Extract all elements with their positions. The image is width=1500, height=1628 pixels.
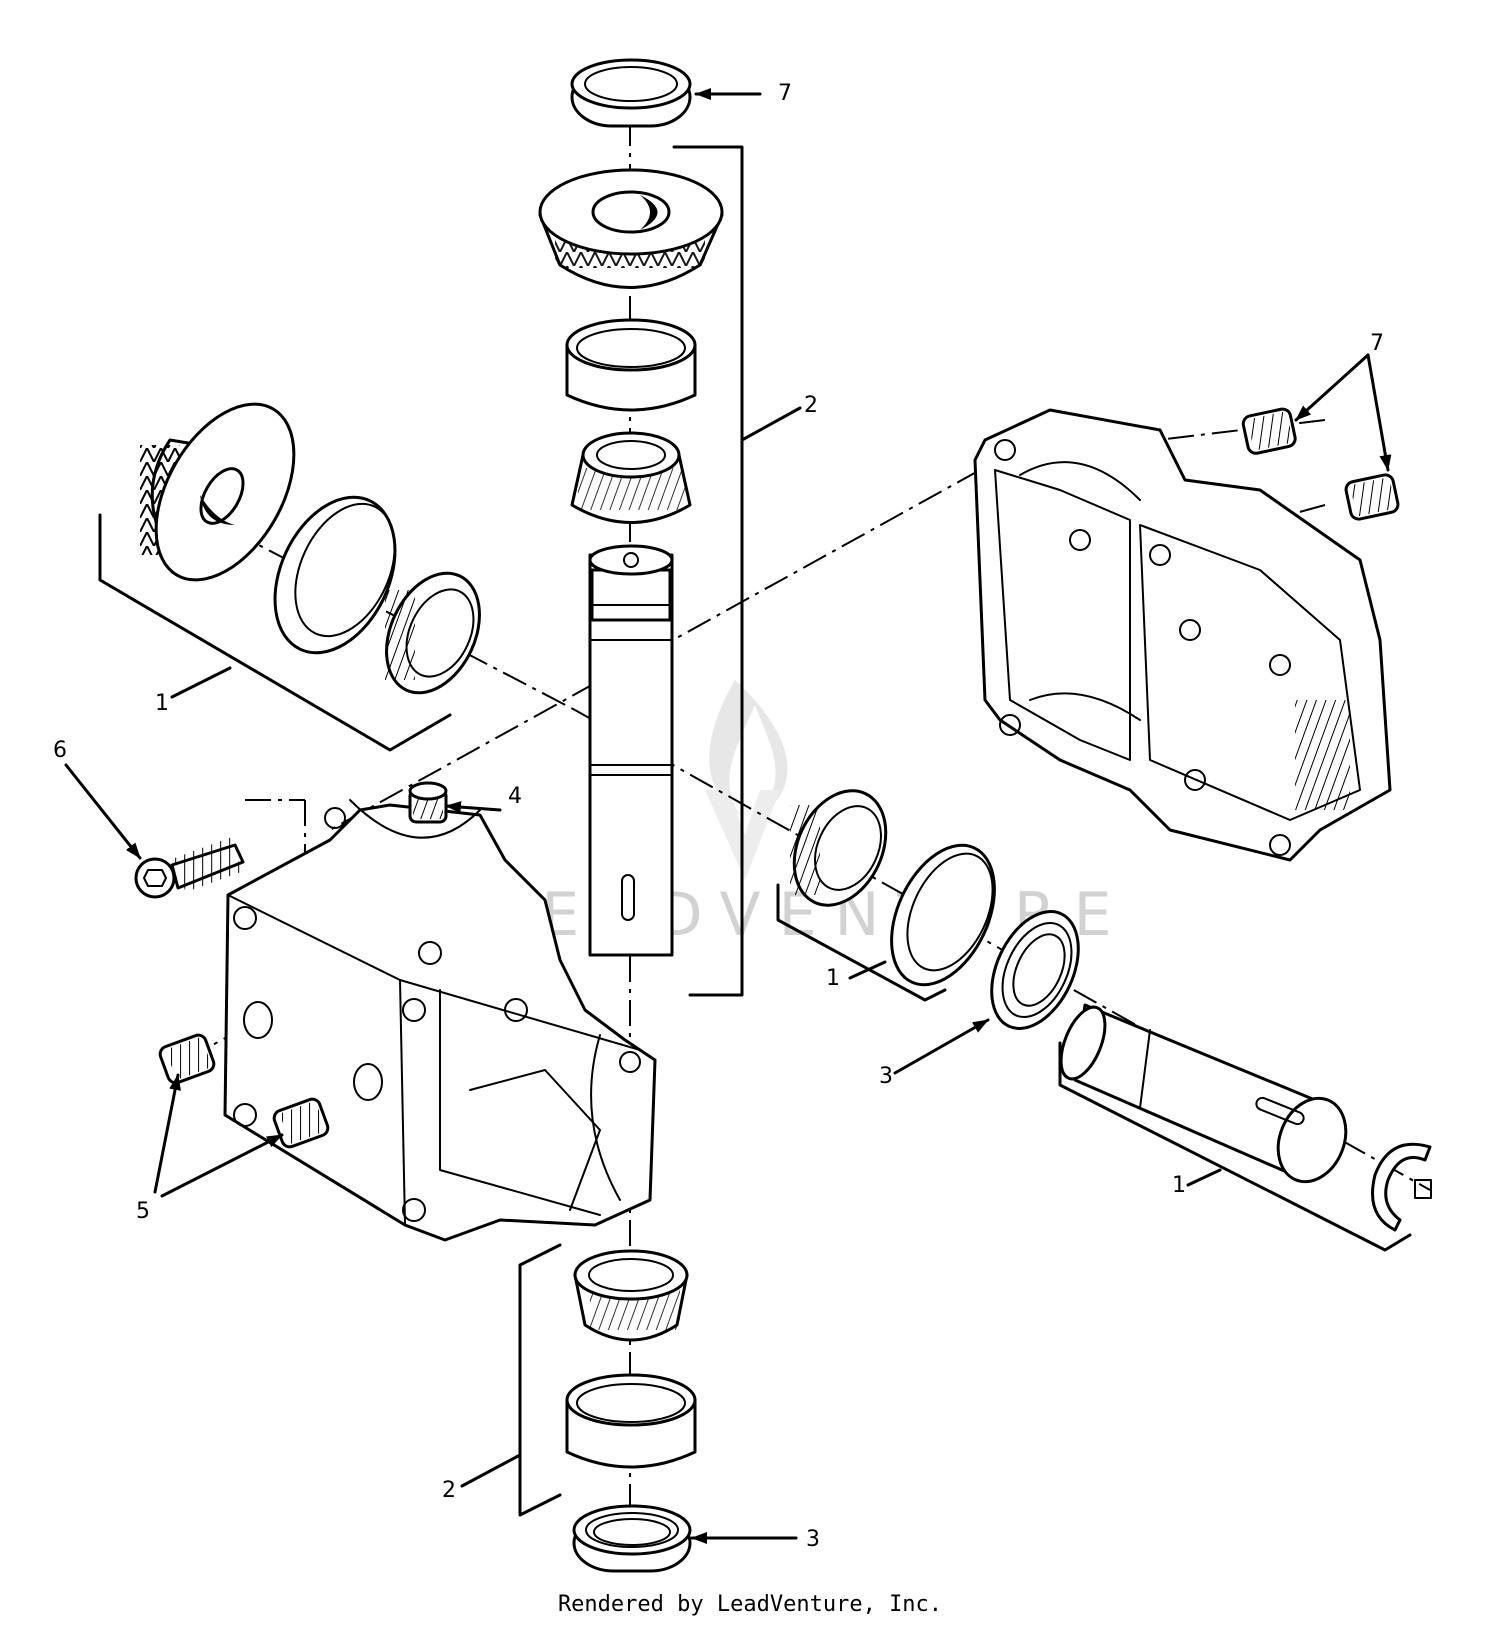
callout-lower-shaft-group: 2 [442,1478,456,1503]
output-shaft [1059,1003,1348,1184]
callout-leaders [64,88,1392,1544]
upper-bearing-cup [565,318,697,412]
retaining-ring [1371,1142,1432,1232]
vertical-shaft [588,544,674,957]
left-set-screw-lower [272,1097,330,1149]
left-tapered-bearing [385,571,481,695]
left-set-screw-upper [158,1033,216,1085]
left-bevel-gear [140,402,296,582]
upper-tapered-bearing [570,431,692,524]
right-housing-half [973,408,1392,862]
upper-bevel-gear [538,168,724,289]
callout-output-shaft-group: 1 [1172,1173,1186,1198]
right-set-screw-upper [1241,407,1297,455]
right-tapered-bearing [790,789,888,907]
right-set-screw-lower [1344,473,1400,521]
bottom-oil-seal [572,1504,692,1573]
callout-fill-plug: 4 [508,784,522,809]
callout-left-gear-group: 1 [155,691,169,716]
mounting-bolt [134,837,245,899]
callout-right-bearing-group: 1 [826,966,840,991]
callout-mounting-bolt: 6 [53,738,67,763]
right-oil-seal [990,910,1080,1030]
lower-bearing-cup [565,1373,697,1469]
callout-set-screws-left: 5 [136,1199,150,1224]
watermark-logo [705,680,788,880]
render-credit: Rendered by LeadVenture, Inc. [557,1592,943,1617]
callout-top-seal: 7 [778,81,792,106]
callout-set-screws-right: 7 [1370,331,1384,356]
lower-tapered-bearing [573,1249,689,1342]
group-brackets [98,145,1412,1517]
right-bearing-cup [890,843,996,987]
callout-upper-shaft-group: 2 [804,393,818,418]
left-bearing-cup [273,495,397,655]
top-oil-seal [570,58,692,128]
left-housing-half [223,799,657,1242]
callout-right-seal: 3 [879,1064,893,1089]
callout-bottom-seal: 3 [806,1527,820,1552]
fill-plug-screw [408,781,448,824]
